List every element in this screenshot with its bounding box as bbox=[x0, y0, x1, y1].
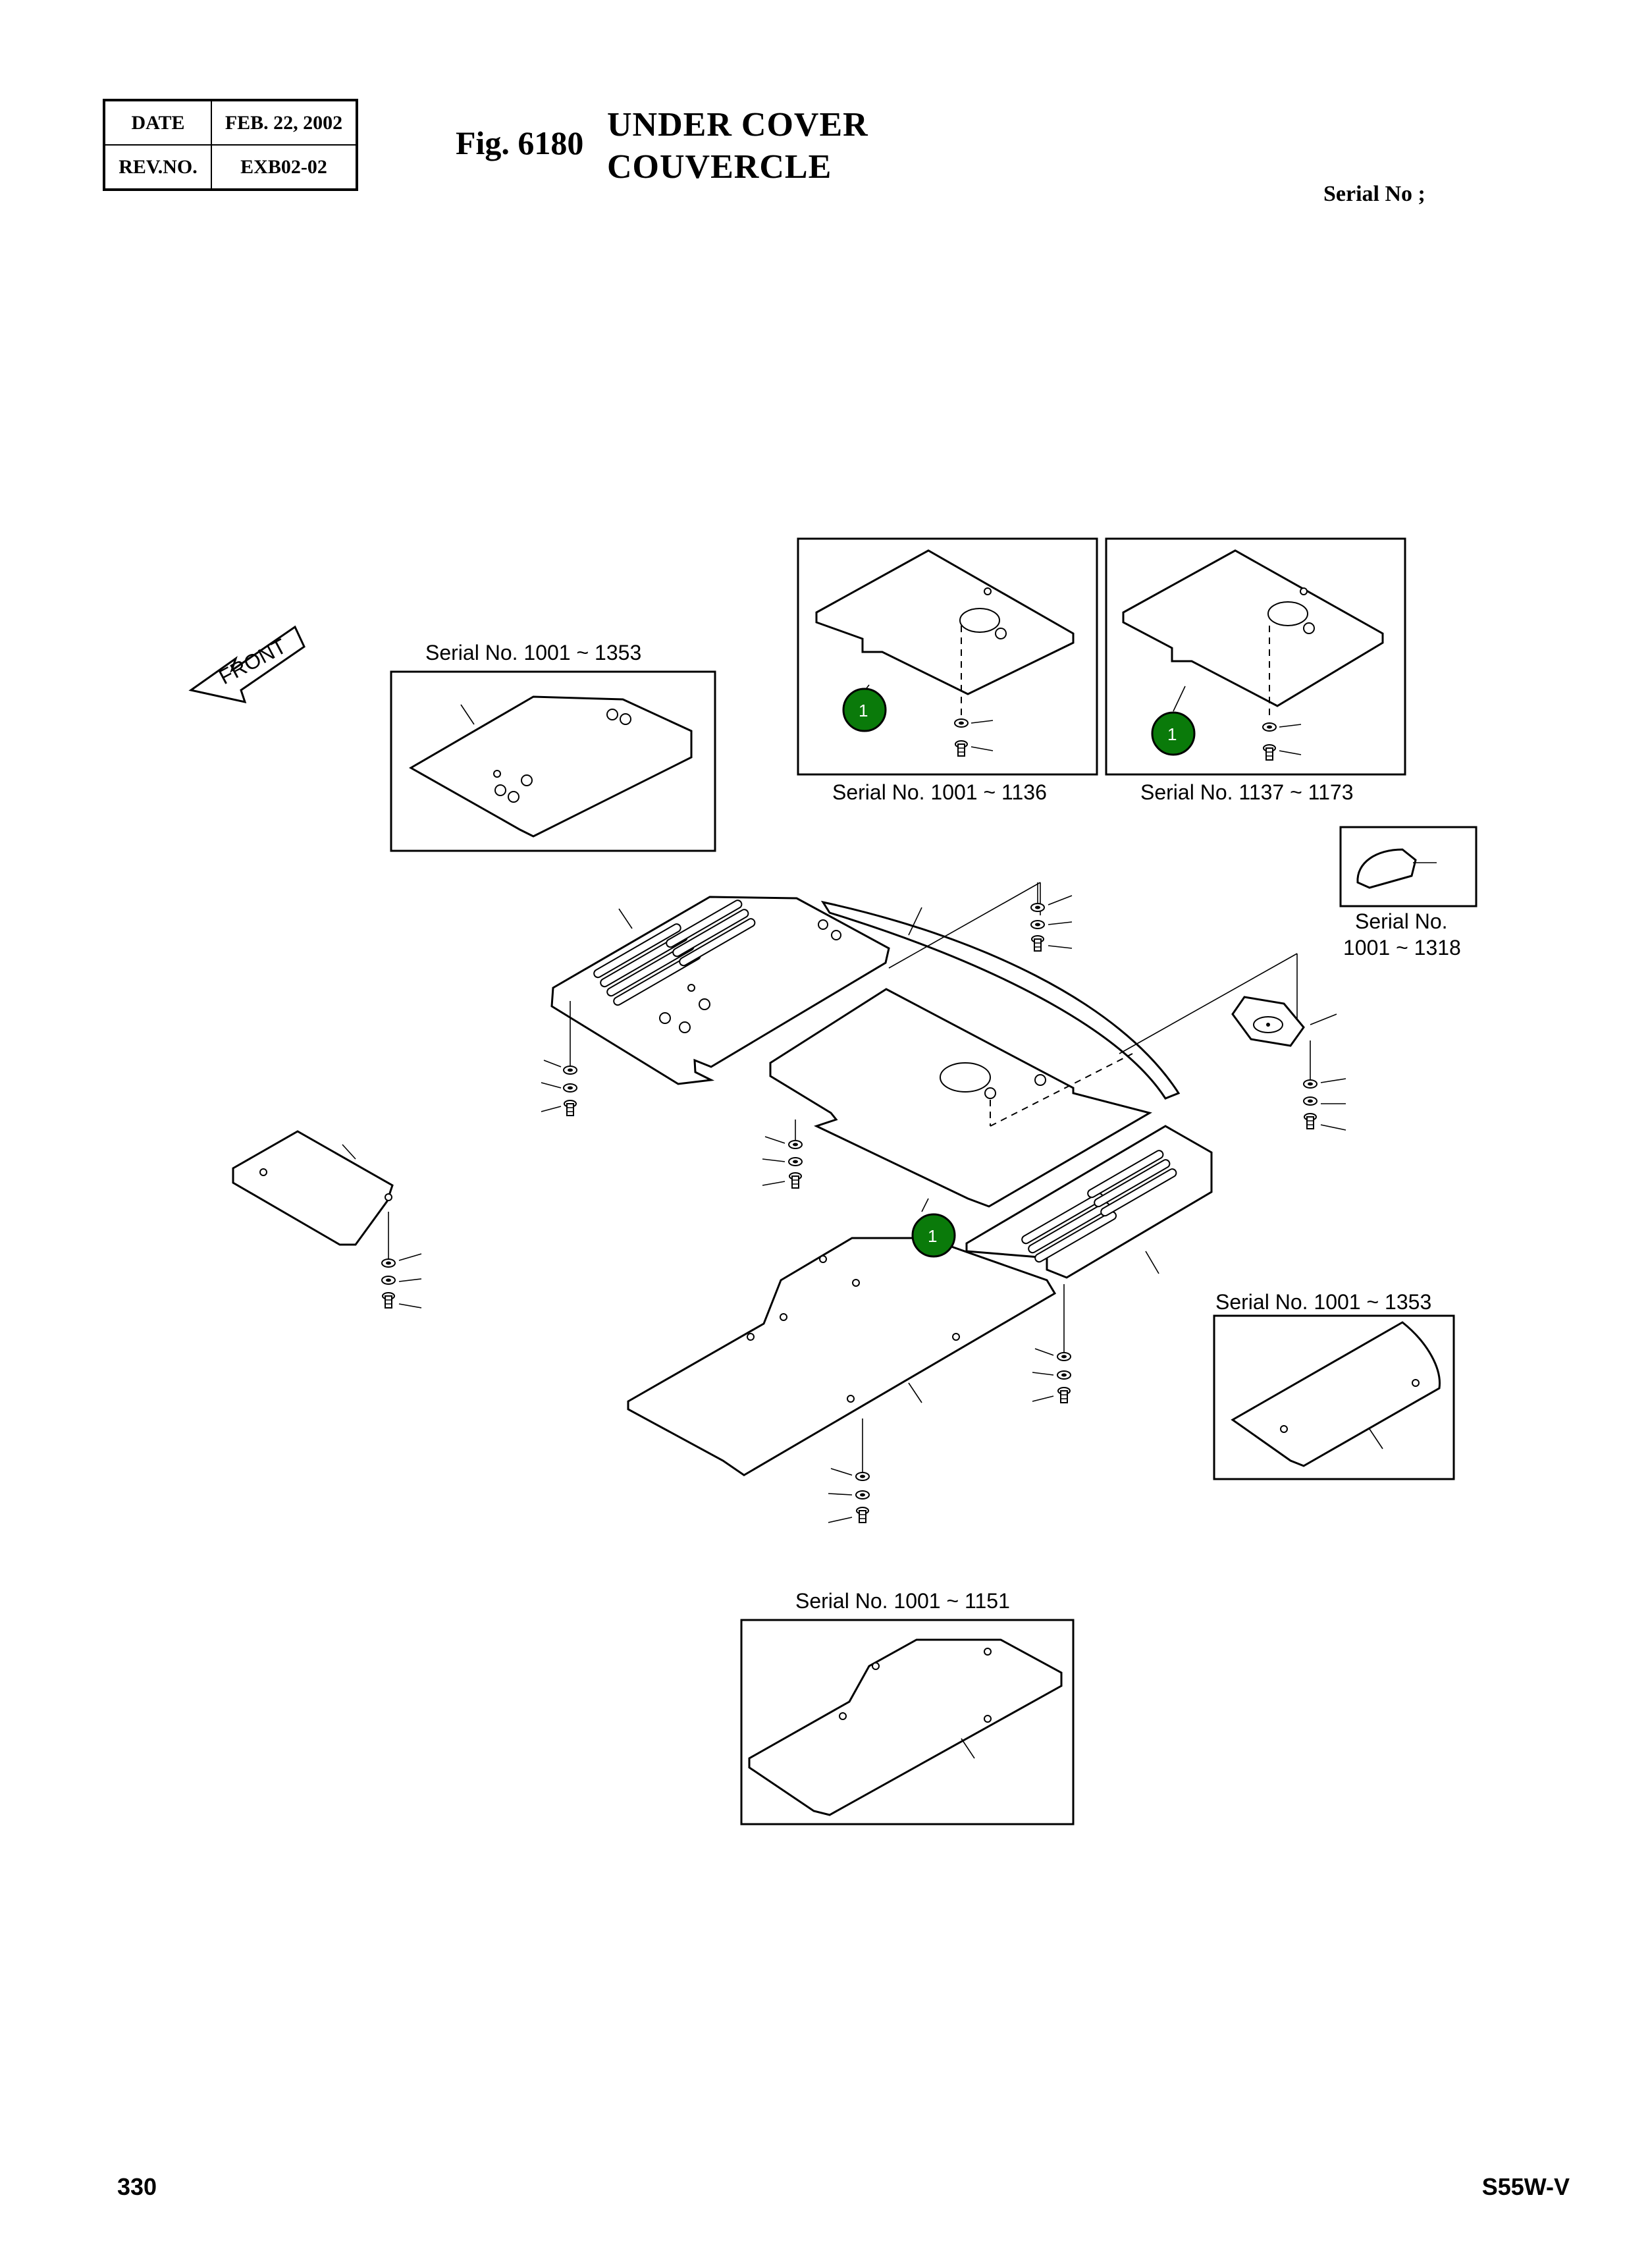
inset-serial-1137-1173: 1 Serial No. 1137 ~ 1173 bbox=[1105, 537, 1406, 804]
page-number: 330 bbox=[117, 2173, 157, 2200]
front-arrow-label: FRONT bbox=[215, 634, 290, 689]
callout-1-inset-b-text: 1 bbox=[859, 701, 868, 720]
inset-serial-1001-1151: Serial No. 1001 ~ 1151 bbox=[740, 1589, 1075, 1825]
main-right-vented-plate bbox=[965, 1125, 1213, 1279]
callout-1-main-text: 1 bbox=[928, 1226, 937, 1246]
date-value: FEB. 22, 2002 bbox=[211, 99, 358, 146]
inset-serial-1001-1318: Serial No. 1001 ~ 1318 bbox=[1339, 826, 1477, 959]
front-arrow-icon: FRONT bbox=[188, 625, 306, 704]
hardware-stacks bbox=[381, 882, 1346, 1523]
inset-d-label-line1: Serial No. bbox=[1355, 909, 1448, 933]
callout-1-inset-c-text: 1 bbox=[1167, 724, 1177, 744]
rev-label: REV.NO. bbox=[103, 144, 212, 190]
callout-1-inset-b bbox=[842, 688, 887, 732]
figure-number: Fig. 6180 bbox=[456, 124, 584, 161]
main-rear-curved-plate bbox=[820, 882, 1298, 1100]
inset-e-label: Serial No. 1001 ~ 1353 bbox=[1215, 1290, 1431, 1314]
inset-b-label: Serial No. 1001 ~ 1136 bbox=[832, 780, 1047, 804]
rubber-mount bbox=[1231, 996, 1337, 1047]
inset-serial-1001-1353-e: Serial No. 1001 ~ 1353 bbox=[1213, 1290, 1455, 1480]
inset-d-label-line2: 1001 ~ 1318 bbox=[1343, 936, 1461, 959]
callout-1-main bbox=[911, 1213, 956, 1258]
callout-1-inset-c bbox=[1151, 711, 1196, 756]
title-english: UNDER COVER bbox=[607, 106, 868, 144]
date-label: DATE bbox=[103, 99, 212, 146]
inset-serial-1001-1136: 1 Serial No. 1001 ~ 1136 bbox=[797, 537, 1098, 804]
serial-number-label: Serial No ; bbox=[1323, 182, 1425, 206]
rev-value: EXB02-02 bbox=[211, 144, 358, 190]
title-french: COUVERCLE bbox=[607, 148, 832, 186]
small-side-plate bbox=[232, 1130, 394, 1246]
main-left-vented-plate bbox=[550, 896, 890, 1085]
revision-table: DATE FEB. 22, 2002 REV.NO. EXB02-02 bbox=[103, 99, 358, 191]
main-center-plate bbox=[769, 988, 1152, 1208]
model-name: S55W-V bbox=[1481, 2173, 1570, 2200]
inset-a-label: Serial No. 1001 ~ 1353 bbox=[425, 641, 641, 664]
inset-c-label: Serial No. 1137 ~ 1173 bbox=[1140, 780, 1353, 804]
inset-serial-1001-1353-a: Serial No. 1001 ~ 1353 bbox=[390, 641, 716, 852]
main-front-plate: 1 bbox=[627, 1198, 1057, 1476]
inset-f-label: Serial No. 1001 ~ 1151 bbox=[795, 1589, 1010, 1613]
